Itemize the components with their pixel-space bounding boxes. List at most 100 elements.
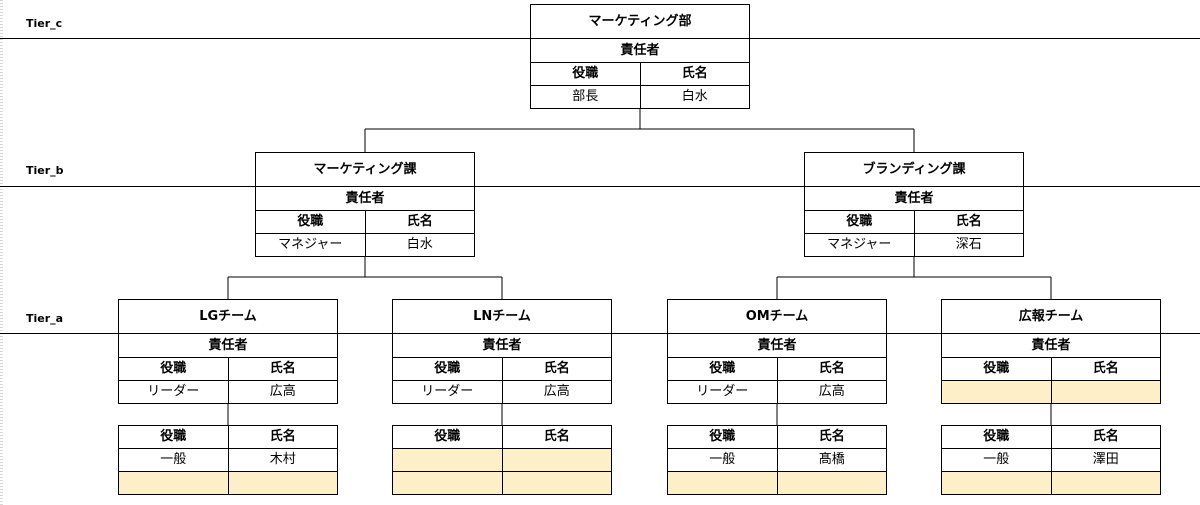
name-header: 氏名 <box>227 426 338 448</box>
header-row: 役職 氏名 <box>942 426 1160 448</box>
tier-b-line <box>0 186 1200 187</box>
leader-row: リーダー 広高 <box>119 380 337 403</box>
member-role <box>393 449 502 471</box>
leader-role: マネジャー <box>278 237 343 252</box>
member-role <box>942 472 1051 494</box>
team-box-pr: 広報チーム 責任者 役職 氏名 <box>941 299 1161 404</box>
tier-c-label: Tier_c <box>26 17 63 30</box>
tier-a-label: Tier_a <box>26 312 64 325</box>
member-table-lg: 役職 氏名 一般 木村 <box>118 425 338 495</box>
name-header: 氏名 <box>364 211 475 233</box>
section-box-marketing: マーケティング課 責任者 役職 氏名 マネジャー 白水 <box>255 152 475 257</box>
member-name: 澤田 <box>1050 449 1161 471</box>
member-row-empty <box>393 448 611 471</box>
left-edge-marks <box>0 0 3 505</box>
team-title: LNチーム <box>393 300 611 334</box>
member-name: 髙橋 <box>776 449 887 471</box>
role-header: 役職 <box>846 214 873 229</box>
team-box-lg: LGチーム 責任者 役職 氏名 リーダー 広高 <box>118 299 338 404</box>
role-header: 役職 <box>160 361 187 376</box>
member-row-empty <box>119 471 337 494</box>
header-row: 役職 氏名 <box>531 63 749 85</box>
leader-name: 白水 <box>639 86 750 108</box>
name-header: 氏名 <box>501 426 612 448</box>
header-row: 役職 氏名 <box>119 358 337 380</box>
responsible-label: 責任者 <box>119 334 337 358</box>
header-row: 役職 氏名 <box>668 426 886 448</box>
responsible-label: 責任者 <box>531 39 749 63</box>
member-table-ln: 役職 氏名 <box>392 425 612 495</box>
role-header: 役職 <box>434 429 461 444</box>
header-row: 役職 氏名 <box>393 358 611 380</box>
member-row: 一般 木村 <box>119 448 337 471</box>
leader-name: 広高 <box>227 381 338 403</box>
leader-row: 部長 白水 <box>531 85 749 108</box>
leader-name: 広高 <box>501 381 612 403</box>
role-header: 役職 <box>434 361 461 376</box>
team-box-om: OMチーム 責任者 役職 氏名 リーダー 広高 <box>667 299 887 404</box>
member-table-pr: 役職 氏名 一般 澤田 <box>941 425 1161 495</box>
member-name: 木村 <box>227 449 338 471</box>
member-name <box>776 472 887 494</box>
responsible-label: 責任者 <box>668 334 886 358</box>
header-row: 役職 氏名 <box>119 426 337 448</box>
member-role: 一般 <box>160 452 187 467</box>
responsible-label: 責任者 <box>393 334 611 358</box>
name-header: 氏名 <box>227 358 338 380</box>
role-header: 役職 <box>709 429 736 444</box>
responsible-label: 責任者 <box>805 187 1023 211</box>
header-row: 役職 氏名 <box>668 358 886 380</box>
leader-role: リーダー <box>147 384 200 399</box>
team-title: OMチーム <box>668 300 886 334</box>
name-header: 氏名 <box>1050 358 1161 380</box>
member-row-empty <box>393 471 611 494</box>
member-row-empty <box>668 471 886 494</box>
section-title: ブランディング課 <box>805 153 1023 187</box>
tier-b-label: Tier_b <box>26 164 64 177</box>
member-role: 一般 <box>983 452 1010 467</box>
responsible-label: 責任者 <box>256 187 474 211</box>
role-header: 役職 <box>709 361 736 376</box>
leader-name: 白水 <box>364 234 475 256</box>
section-title: マーケティング課 <box>256 153 474 187</box>
member-table-om: 役職 氏名 一般 髙橋 <box>667 425 887 495</box>
member-name <box>501 472 612 494</box>
name-header: 氏名 <box>913 211 1024 233</box>
leader-row: リーダー 広高 <box>393 380 611 403</box>
leader-role: リーダー <box>421 384 474 399</box>
header-row: 役職 氏名 <box>942 358 1160 380</box>
name-header: 氏名 <box>501 358 612 380</box>
header-row: 役職 氏名 <box>256 211 474 233</box>
leader-name: 広高 <box>776 381 887 403</box>
role-header: 役職 <box>983 361 1010 376</box>
team-title: 広報チーム <box>942 300 1160 334</box>
section-box-branding: ブランディング課 責任者 役職 氏名 マネジャー 深石 <box>804 152 1024 257</box>
member-row-empty <box>942 471 1160 494</box>
team-box-ln: LNチーム 責任者 役職 氏名 リーダー 広高 <box>392 299 612 404</box>
leader-role: 部長 <box>572 89 599 104</box>
leader-row-empty <box>942 380 1160 403</box>
name-header: 氏名 <box>1050 426 1161 448</box>
member-name <box>501 449 612 471</box>
leader-row: マネジャー 深石 <box>805 233 1023 256</box>
responsible-label: 責任者 <box>942 334 1160 358</box>
leader-name <box>1050 381 1161 403</box>
dept-title: マーケティング部 <box>531 5 749 39</box>
header-row: 役職 氏名 <box>393 426 611 448</box>
member-role <box>668 472 777 494</box>
leader-row: マネジャー 白水 <box>256 233 474 256</box>
leader-row: リーダー 広高 <box>668 380 886 403</box>
member-role <box>119 472 228 494</box>
member-role <box>393 472 502 494</box>
team-title: LGチーム <box>119 300 337 334</box>
leader-name: 深石 <box>913 234 1024 256</box>
role-header: 役職 <box>572 66 599 81</box>
dept-box: マーケティング部 責任者 役職 氏名 部長 白水 <box>530 4 750 109</box>
name-header: 氏名 <box>776 426 887 448</box>
leader-role: マネジャー <box>827 237 892 252</box>
member-name <box>1050 472 1161 494</box>
leader-role <box>942 381 1051 403</box>
role-header: 役職 <box>297 214 324 229</box>
member-row: 一般 澤田 <box>942 448 1160 471</box>
